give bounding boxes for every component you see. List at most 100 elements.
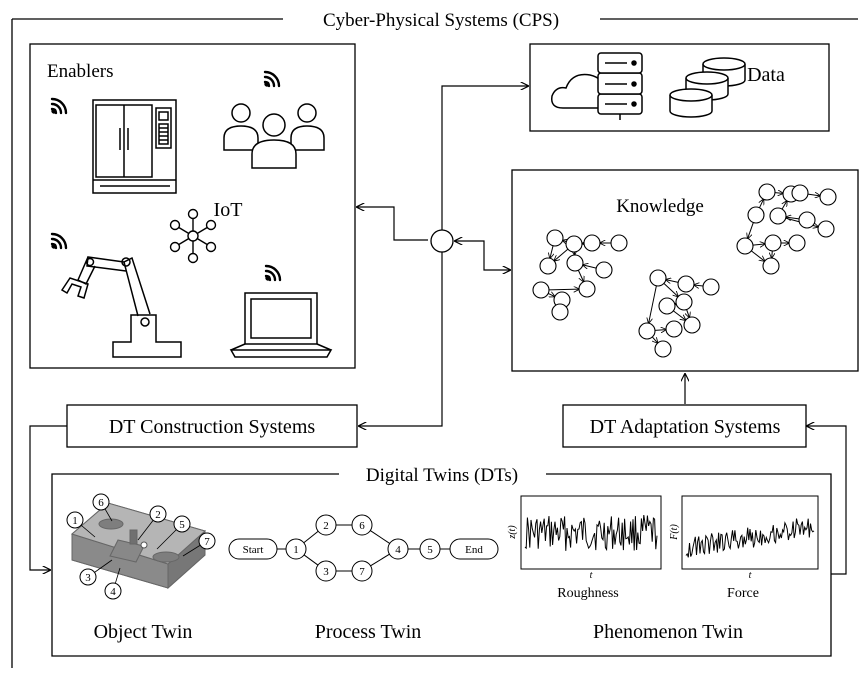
process-node bbox=[351, 514, 373, 536]
roughness-xlabel: t bbox=[590, 570, 593, 581]
server-icon bbox=[597, 52, 643, 120]
knowledge-edge bbox=[548, 289, 579, 290]
knowledge-node bbox=[788, 234, 806, 252]
callout-circle bbox=[92, 493, 110, 511]
central-hub bbox=[430, 229, 454, 253]
phenomenon-twin-label: Phenomenon Twin bbox=[593, 621, 743, 643]
digital-twins-label: Digital Twins (DTs) bbox=[366, 465, 518, 486]
process-node bbox=[419, 538, 441, 560]
knowledge-edge bbox=[772, 250, 773, 258]
force-ylabel: F(t) bbox=[669, 524, 680, 541]
process-node bbox=[351, 560, 373, 582]
process-edge bbox=[370, 553, 390, 567]
enablers-box bbox=[29, 43, 356, 369]
force-signal-line bbox=[685, 518, 815, 558]
knowledge-node bbox=[762, 257, 780, 275]
force-xlabel: t bbox=[749, 570, 752, 581]
dt-construction-label: DT Construction Systems bbox=[109, 416, 316, 438]
knowledge-graphs bbox=[532, 183, 837, 358]
callout-number: 6 bbox=[98, 497, 104, 509]
knowledge-node bbox=[769, 207, 787, 225]
knowledge-edge bbox=[782, 201, 787, 210]
knowledge-node bbox=[817, 220, 835, 238]
process-node bbox=[387, 538, 409, 560]
callout-number: 2 bbox=[155, 509, 161, 521]
force-caption: Force bbox=[727, 586, 759, 601]
knowledge-node bbox=[683, 316, 701, 334]
network-hub-icon bbox=[169, 208, 217, 264]
knowledge-node bbox=[610, 234, 628, 252]
knowledge-node bbox=[566, 254, 584, 272]
knowledge-node bbox=[578, 280, 596, 298]
digital-twins-frame bbox=[51, 473, 832, 657]
object-twin-label: Object Twin bbox=[94, 621, 193, 643]
callout-number: 4 bbox=[110, 586, 116, 598]
knowledge-node bbox=[649, 269, 667, 287]
data-label: Data bbox=[747, 64, 785, 86]
iot-label: IoT bbox=[214, 199, 243, 221]
knowledge-edge bbox=[694, 285, 704, 286]
roughness-signal-line bbox=[524, 515, 658, 552]
knowledge-node bbox=[658, 297, 676, 315]
knowledge-node bbox=[595, 261, 613, 279]
robot-arm-icon bbox=[60, 256, 182, 358]
process-start-node bbox=[228, 538, 278, 560]
knowledge-edge bbox=[577, 270, 583, 281]
knowledge-node bbox=[532, 281, 550, 299]
callout-circle bbox=[79, 568, 97, 586]
knowledge-edge bbox=[563, 240, 567, 241]
callout-circle bbox=[198, 532, 216, 550]
knowledge-node bbox=[736, 237, 754, 255]
process-node-label: 1 bbox=[293, 544, 299, 556]
process-edge bbox=[303, 530, 319, 544]
process-node-label: 3 bbox=[323, 566, 329, 578]
callout-circle bbox=[66, 511, 84, 529]
oven-icon bbox=[92, 99, 177, 194]
knowledge-edge bbox=[786, 217, 800, 219]
wifi-icon bbox=[50, 97, 68, 115]
connector-lines bbox=[29, 86, 847, 575]
process-node-label: 6 bbox=[359, 520, 365, 532]
cps-frame bbox=[11, 18, 858, 668]
enablers-label: Enablers bbox=[47, 61, 113, 82]
process-node bbox=[315, 560, 337, 582]
force-plot-frame bbox=[681, 495, 819, 570]
knowledge-edge bbox=[748, 222, 754, 239]
process-node-label: End bbox=[465, 544, 483, 556]
knowledge-edge bbox=[649, 285, 657, 323]
knowledge-node bbox=[539, 257, 557, 275]
process-end-node bbox=[449, 538, 499, 560]
knowledge-node bbox=[764, 234, 782, 252]
knowledge-node bbox=[638, 322, 656, 340]
knowledge-edge bbox=[550, 245, 553, 258]
knowledge-box bbox=[511, 169, 859, 372]
people-icon bbox=[223, 103, 325, 169]
callout-circle bbox=[149, 505, 167, 523]
knowledge-edge bbox=[687, 309, 690, 318]
knowledge-edge bbox=[548, 293, 555, 296]
data-box bbox=[529, 43, 830, 132]
knowledge-node bbox=[551, 303, 569, 321]
knowledge-node bbox=[702, 278, 720, 296]
process-node bbox=[285, 538, 307, 560]
wifi-icon bbox=[50, 232, 68, 250]
callout-number: 5 bbox=[179, 519, 185, 531]
knowledge-edge bbox=[673, 310, 685, 320]
process-node bbox=[315, 514, 337, 536]
knowledge-edge bbox=[752, 244, 765, 245]
process-node-label: 7 bbox=[359, 566, 365, 578]
knowledge-node bbox=[565, 235, 583, 253]
knowledge-edge bbox=[666, 280, 679, 283]
process-node-label: 4 bbox=[395, 544, 401, 556]
wifi-icon bbox=[263, 70, 281, 88]
knowledge-edge bbox=[759, 199, 763, 208]
process-node-label: 2 bbox=[323, 520, 329, 532]
knowledge-node bbox=[819, 188, 837, 206]
knowledge-node bbox=[675, 293, 693, 311]
knowledge-edge bbox=[663, 283, 678, 296]
knowledge-edge bbox=[774, 193, 783, 194]
object-twin-part bbox=[70, 502, 207, 590]
